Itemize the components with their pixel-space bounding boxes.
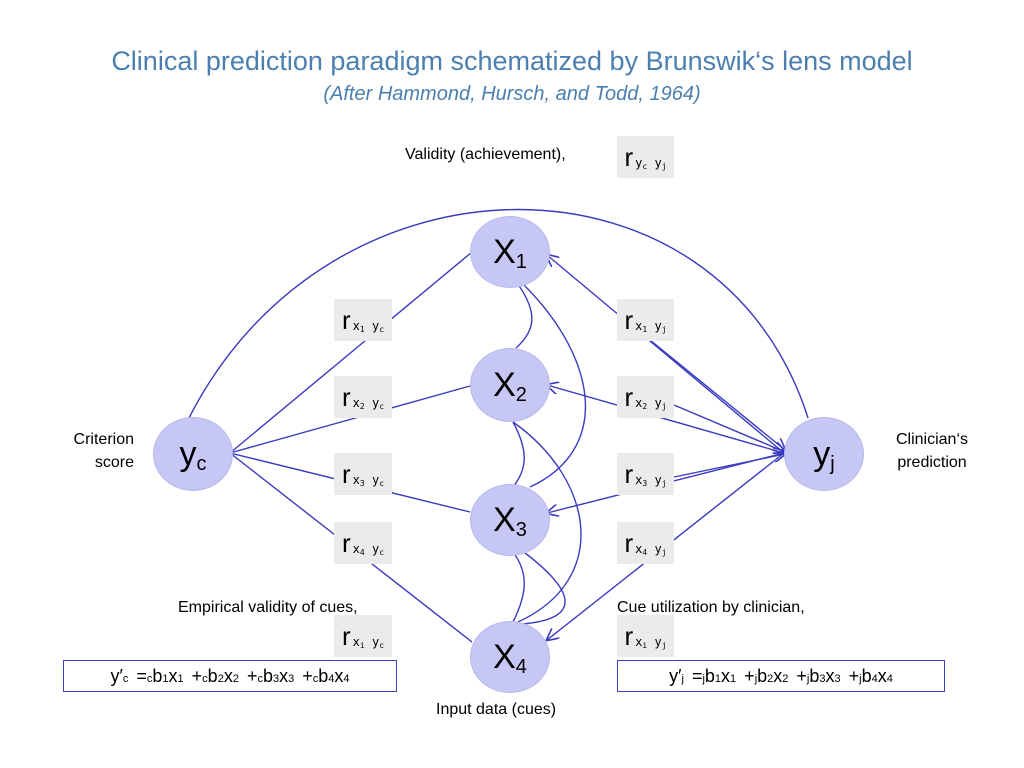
empirical-label: Empirical validity of cues, — [178, 599, 358, 616]
validity-label: Validity (achievement), — [405, 146, 566, 163]
arrow-yj-x2 — [547, 385, 785, 454]
page-subtitle: (After Hammond, Hursch, and Todd, 1964) — [323, 83, 701, 105]
curve-x1-x2 — [515, 282, 533, 349]
validity-arc — [188, 208, 809, 419]
curve-x1-x3 — [521, 282, 587, 488]
line-yc-x2 — [229, 385, 471, 454]
curve-x2-x4 — [512, 421, 582, 623]
r-subscript: yc yj — [635, 156, 667, 171]
arrow-r1-yj — [649, 339, 785, 450]
curve-x3-x4-outer — [516, 546, 566, 625]
arrow-r3-yj — [673, 454, 785, 478]
utilization-label: Cue utilization by clinician, — [617, 599, 805, 616]
curve-x3-x4 — [512, 551, 525, 623]
page-title: Clinical prediction paradigm schematized… — [111, 46, 913, 76]
input-data-label: Input data (cues) — [436, 701, 557, 718]
r-symbol: r — [624, 141, 634, 172]
curve-x2-x3 — [512, 421, 525, 488]
line-yc-x1 — [229, 251, 473, 454]
arrow-yj-x1 — [547, 255, 785, 454]
arrow-r2-yj — [673, 404, 785, 452]
